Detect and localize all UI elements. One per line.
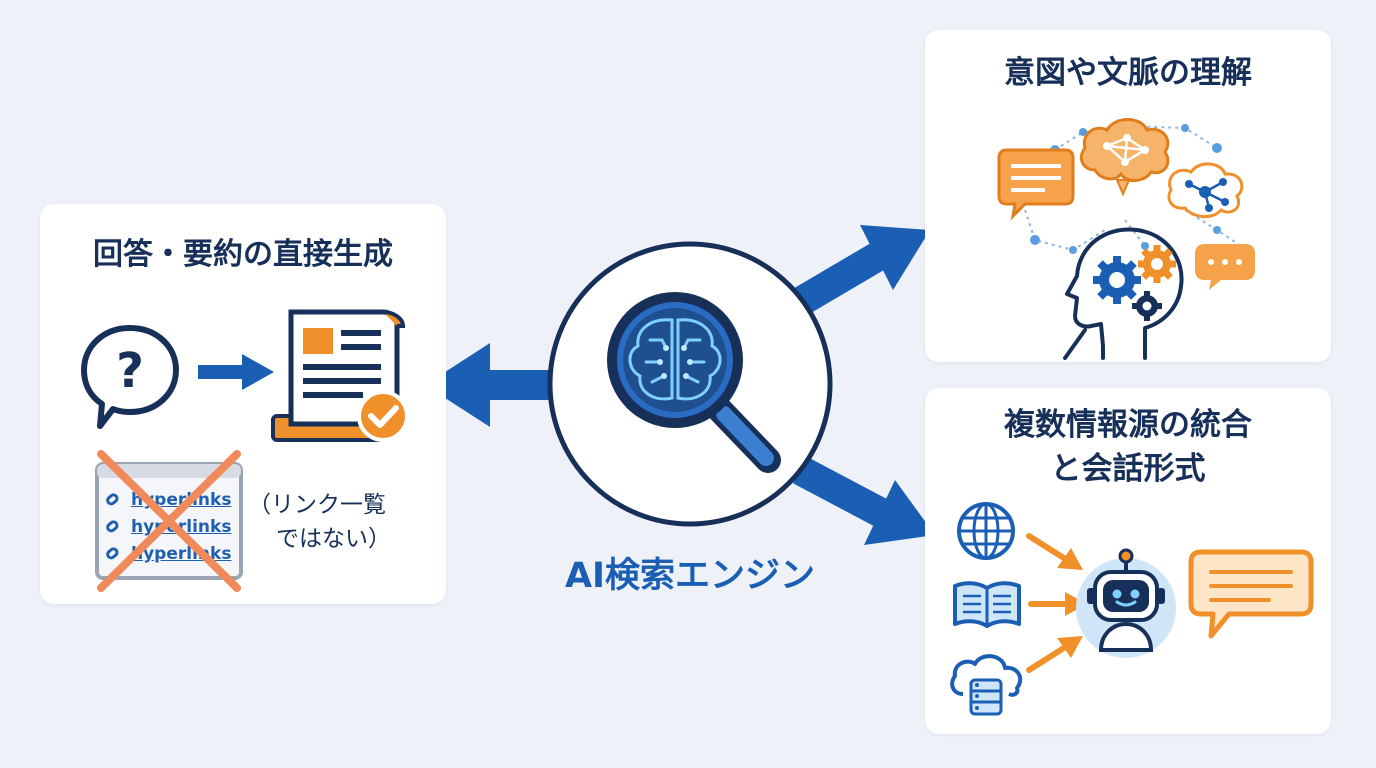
arrow-left xyxy=(425,343,550,427)
chat-bubble-icon xyxy=(1188,549,1314,639)
book-icon xyxy=(953,581,1021,628)
ai-robot-icon xyxy=(1076,548,1176,658)
card-title-multi-source-line2: と会話形式 xyxy=(1050,451,1206,487)
card-title-multi-source-line1: 複数情報源の統合 xyxy=(1004,407,1252,443)
card-title-intent-context: 意図や文脈の理解 xyxy=(1004,55,1252,91)
magnifier-brain-icon xyxy=(607,292,781,473)
small-arrow-icon xyxy=(198,354,274,390)
card-title-direct-answer: 回答・要約の直接生成 xyxy=(93,237,393,272)
card-multi-source: 複数情報源の統合 と会話形式 xyxy=(925,388,1331,734)
arrow-down-right xyxy=(792,456,935,545)
arrow-up-right xyxy=(787,225,930,318)
card-intent-context: 意図や文脈の理解 xyxy=(925,30,1331,362)
globe-icon xyxy=(957,502,1015,560)
document-check-icon xyxy=(271,309,409,442)
cloud-database-icon xyxy=(950,654,1023,716)
input-arrows xyxy=(1026,533,1087,673)
cross-mark-icon xyxy=(97,450,241,592)
not-link-list-note-line1: （リンク一覧 xyxy=(248,492,386,518)
head-thought-bubbles-icon xyxy=(997,118,1255,360)
center-label: AI検索エンジン xyxy=(564,556,816,596)
question-bubble-icon: ? xyxy=(81,325,179,429)
hyperlink-list-crossed: hyperlinks hyperlinks hyperlinks xyxy=(95,450,243,592)
svg-text:?: ? xyxy=(116,343,144,399)
card-direct-answer: 回答・要約の直接生成 ? hyperli xyxy=(40,204,446,604)
not-link-list-note-line2: ではない） xyxy=(276,526,391,552)
